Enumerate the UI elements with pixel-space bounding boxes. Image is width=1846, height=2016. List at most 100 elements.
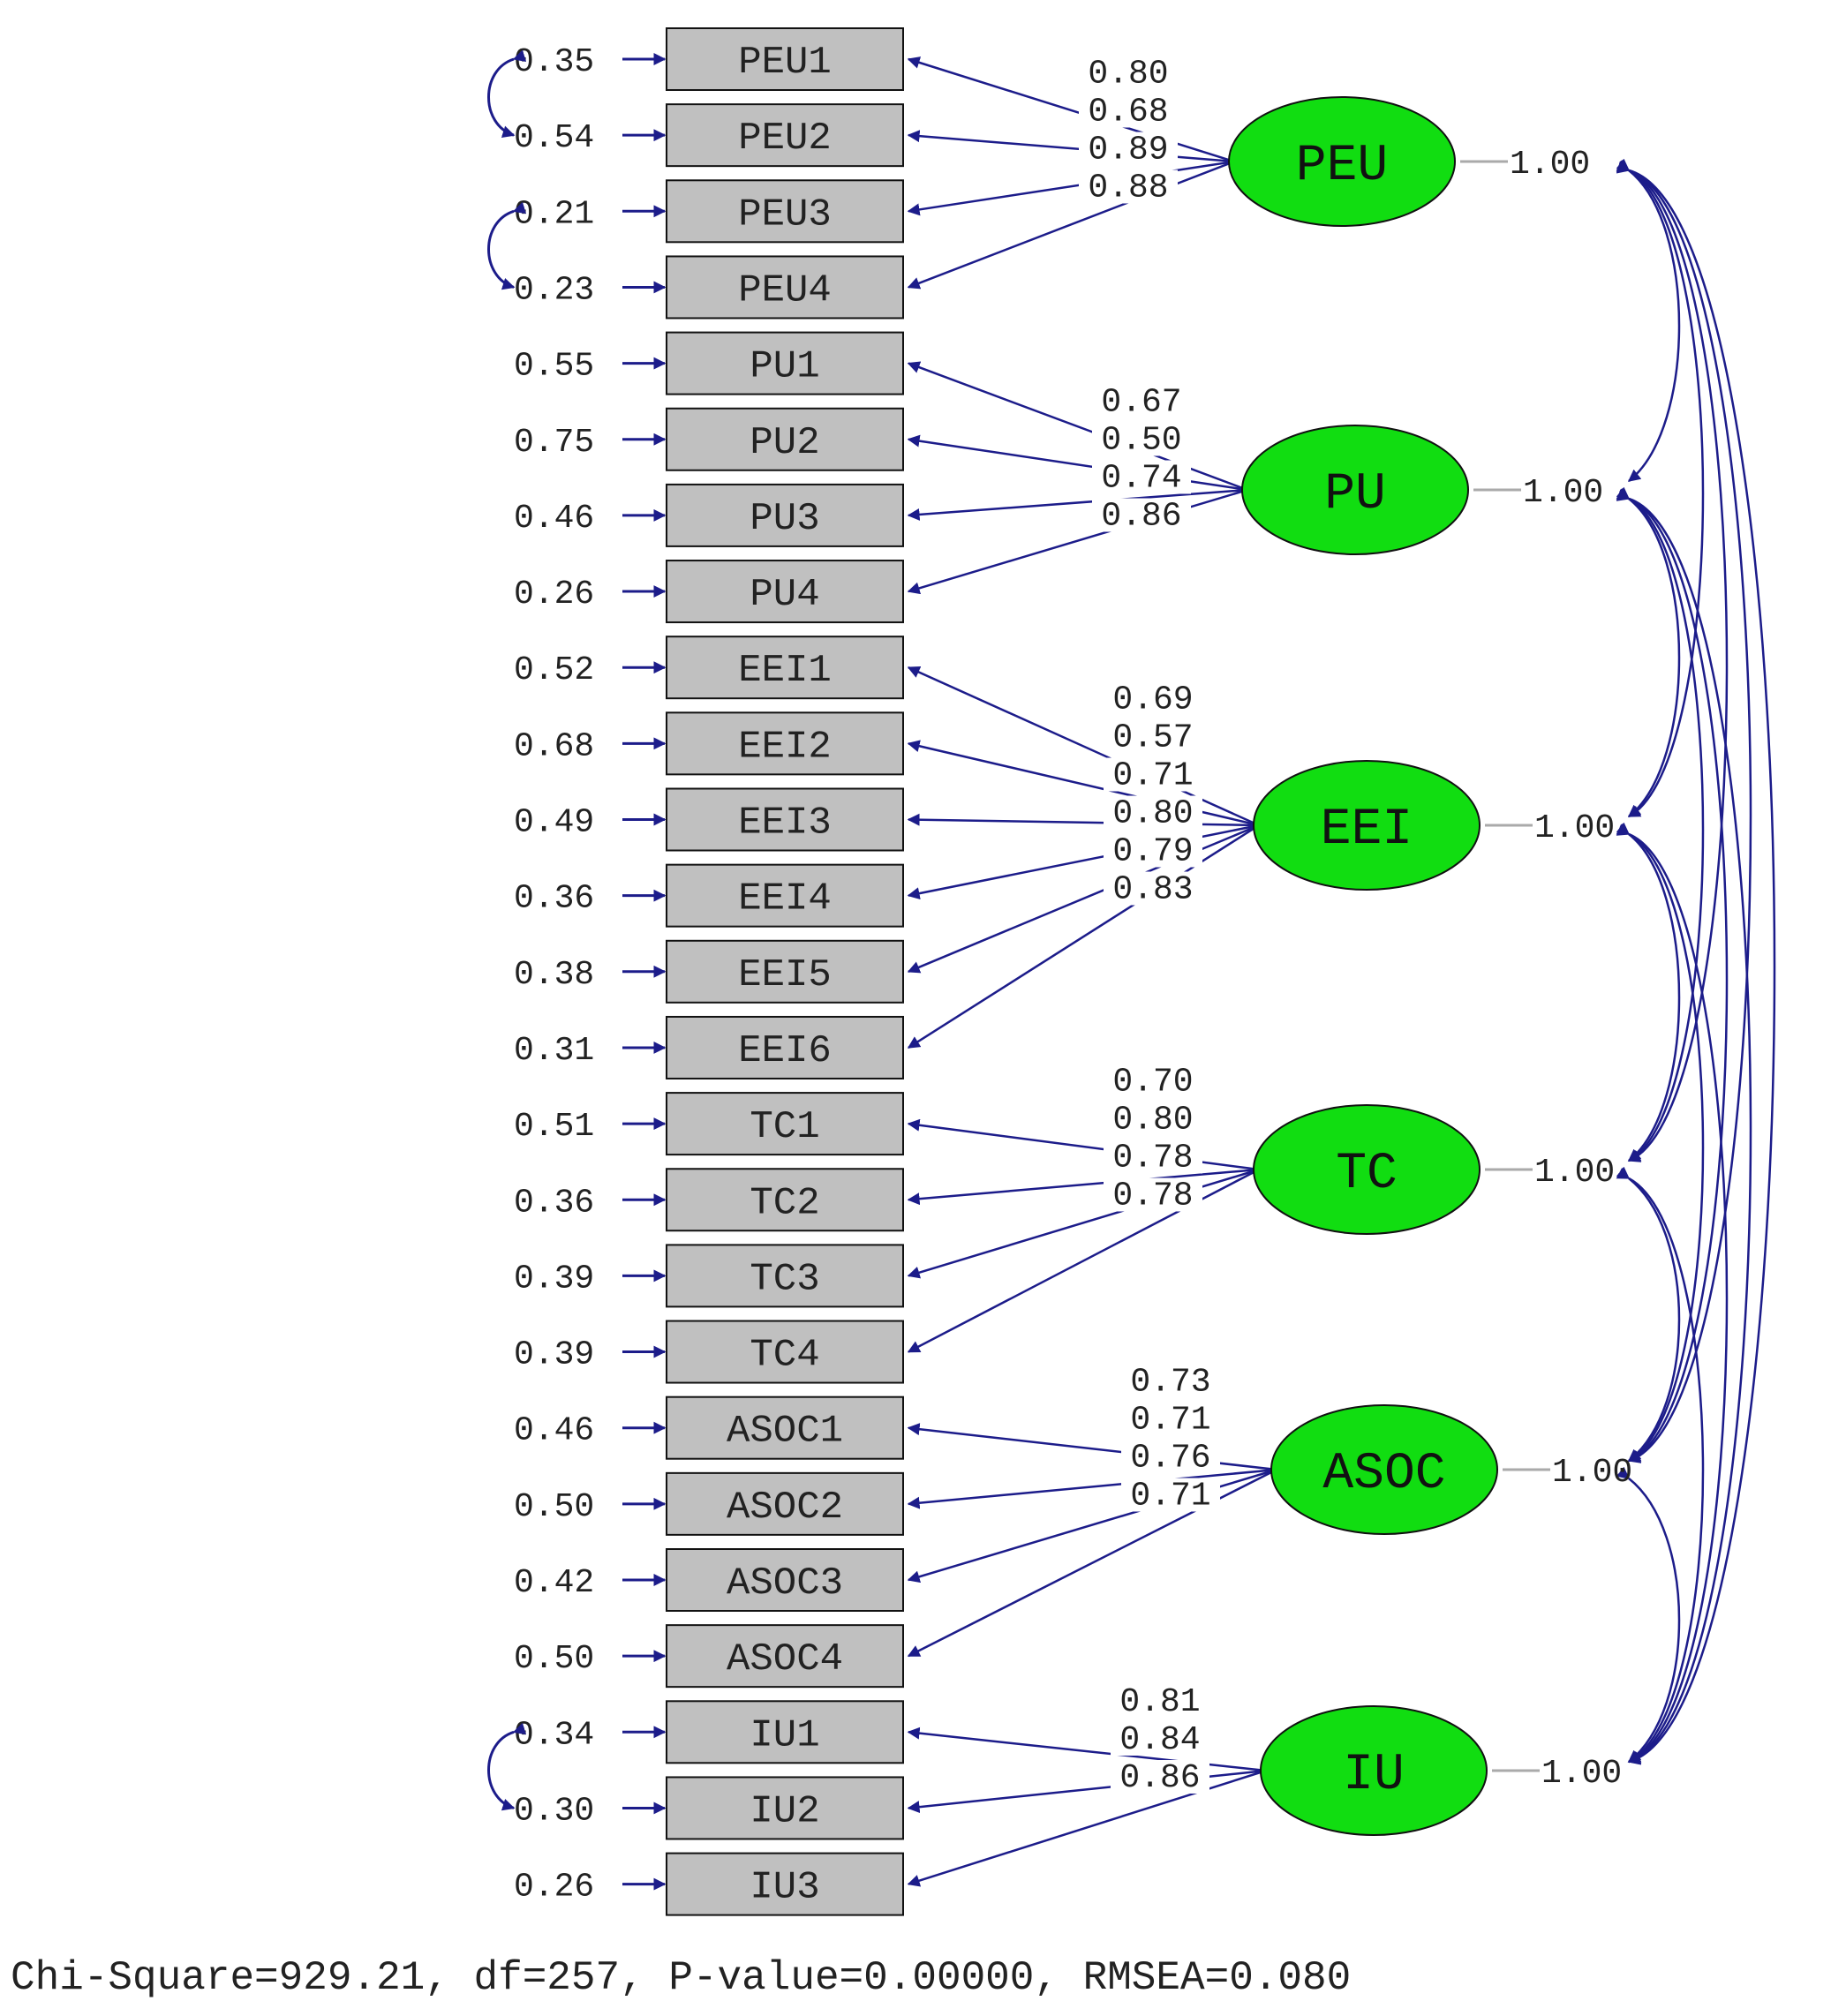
loading-value-asoc1: 0.73 <box>1130 1364 1210 1402</box>
error-variance-eei3: 0.49 <box>514 804 594 842</box>
indicator-label-tc4: TC4 <box>750 1334 819 1378</box>
loading-path-eei6 <box>907 824 1260 1049</box>
covariance-peu-pu <box>1616 158 1681 482</box>
latent-label-pu: PU <box>1324 466 1386 523</box>
loading-label-bg <box>1121 1364 1220 1398</box>
error-variance-pu4: 0.26 <box>514 575 594 613</box>
variance-value-iu: 1.00 <box>1541 1755 1622 1793</box>
covariance-eei-tc <box>1616 822 1681 1162</box>
error-variance-peu1: 0.35 <box>514 43 594 81</box>
indicator-label-eei2: EEI2 <box>738 725 832 769</box>
indicator-box-tc2 <box>666 1168 904 1232</box>
loading-label-bg <box>1104 1140 1202 1174</box>
indicator-box-eei4 <box>666 863 904 928</box>
covariance-peu-asoc <box>1616 161 1752 1463</box>
loading-label-bg <box>1079 56 1178 90</box>
loading-value-peu2: 0.68 <box>1088 94 1168 132</box>
loading-path-iu1 <box>907 1726 1267 1772</box>
loading-label-bg <box>1111 1722 1209 1756</box>
indicator-box-pu2 <box>666 407 904 471</box>
error-variance-asoc1: 0.46 <box>514 1412 594 1450</box>
loading-path-iu2 <box>907 1769 1267 1814</box>
error-variance-peu2: 0.54 <box>514 119 594 157</box>
latent-factor-peu <box>1228 96 1456 227</box>
covariance-tc-iu <box>1616 1167 1705 1764</box>
indicator-box-eei6 <box>666 1015 904 1079</box>
error-variance-tc3: 0.39 <box>514 1260 594 1298</box>
indicator-box-peu3 <box>666 179 904 244</box>
latent-label-iu: IU <box>1343 1747 1405 1804</box>
loading-label-bg <box>1104 833 1202 868</box>
loading-path-eei3 <box>907 813 1260 827</box>
error-variance-pu1: 0.55 <box>514 348 594 386</box>
loading-value-peu1: 0.80 <box>1088 56 1168 94</box>
error-variance-tc2: 0.36 <box>514 1184 594 1222</box>
latent-factor-pu <box>1241 425 1469 555</box>
loading-path-peu2 <box>907 130 1235 163</box>
latent-label-peu: PEU <box>1296 138 1388 195</box>
covariance-eei-iu <box>1616 824 1729 1764</box>
indicator-label-pu1: PU1 <box>750 345 819 389</box>
indicator-boxes-layer: PEU1PEU2PEU3PEU4PU1PU2PU3PU4EEI1EEI2EEI3… <box>666 27 904 1916</box>
indicator-box-asoc3 <box>666 1548 904 1612</box>
loading-value-asoc3: 0.76 <box>1130 1440 1210 1478</box>
error-variance-eei2: 0.68 <box>514 727 594 765</box>
indicator-box-tc4 <box>666 1320 904 1384</box>
loading-value-pu1: 0.67 <box>1101 384 1181 422</box>
indicator-label-tc1: TC1 <box>750 1105 819 1149</box>
loading-value-eei5: 0.79 <box>1112 833 1193 871</box>
indicator-label-iu1: IU1 <box>750 1713 819 1757</box>
covariance-pu-tc <box>1616 487 1705 1162</box>
covariance-peu-eei <box>1616 159 1705 818</box>
loading-label-bg <box>1121 1440 1220 1474</box>
variance-value-asoc: 1.00 <box>1552 1454 1632 1492</box>
loading-label-bg <box>1104 719 1202 754</box>
indicator-label-pu2: PU2 <box>750 421 819 465</box>
covariance-pu-eei <box>1616 486 1681 817</box>
error-variance-peu3: 0.21 <box>514 195 594 233</box>
loading-path-eei4 <box>907 824 1260 900</box>
error-variance-tc4: 0.39 <box>514 1336 594 1374</box>
error-variance-eei6: 0.31 <box>514 1032 594 1070</box>
loading-path-pu2 <box>907 434 1248 492</box>
loading-value-tc2: 0.80 <box>1112 1102 1193 1140</box>
loading-label-bg <box>1079 94 1178 128</box>
loading-value-asoc4: 0.71 <box>1130 1478 1210 1516</box>
loading-label-bg <box>1092 498 1191 532</box>
indicator-label-asoc2: ASOC2 <box>727 1486 843 1530</box>
loading-label-bg <box>1104 1177 1202 1212</box>
loading-value-iu2: 0.84 <box>1119 1721 1200 1759</box>
indicator-label-eei1: EEI1 <box>738 649 832 693</box>
variance-value-pu: 1.00 <box>1523 474 1603 512</box>
indicator-label-tc2: TC2 <box>750 1181 819 1225</box>
loading-label-bg <box>1104 871 1202 906</box>
indicator-label-iu3: IU3 <box>750 1866 819 1910</box>
indicator-box-eei1 <box>666 636 904 700</box>
loading-value-peu4: 0.88 <box>1088 169 1168 207</box>
loading-path-asoc1 <box>907 1423 1277 1471</box>
indicator-label-asoc1: ASOC1 <box>727 1410 843 1454</box>
loading-label-bg <box>1079 132 1178 166</box>
loading-value-eei3: 0.71 <box>1112 757 1193 795</box>
loading-label-bg <box>1092 460 1191 494</box>
loading-path-pu1 <box>907 361 1248 492</box>
covariance-tc-asoc <box>1616 1166 1681 1462</box>
loading-path-peu4 <box>907 160 1235 290</box>
covariance-eei-asoc <box>1616 823 1705 1463</box>
loading-value-tc1: 0.70 <box>1112 1064 1193 1102</box>
error-variance-eei4: 0.36 <box>514 880 594 918</box>
error-variance-eei5: 0.38 <box>514 956 594 994</box>
covariance-pu-iu <box>1616 489 1752 1764</box>
loading-path-pu4 <box>907 488 1248 595</box>
indicator-label-eei4: EEI4 <box>738 877 832 921</box>
loading-value-pu3: 0.74 <box>1101 460 1181 498</box>
fit-statistics: Chi-Square=929.21, df=257, P-value=0.000… <box>11 1955 1351 2001</box>
indicator-box-iu2 <box>666 1776 904 1840</box>
latent-factor-eei <box>1253 760 1481 891</box>
loading-path-tc1 <box>907 1118 1260 1171</box>
loading-path-eei2 <box>907 740 1260 827</box>
loading-value-iu3: 0.86 <box>1119 1759 1200 1797</box>
loading-value-eei6: 0.83 <box>1112 871 1193 909</box>
